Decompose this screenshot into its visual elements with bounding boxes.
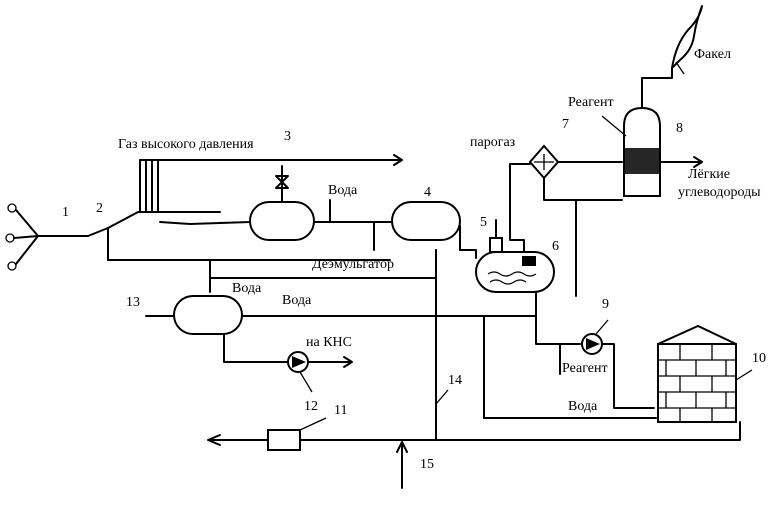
storage-10 [657,324,753,423]
label-water-3: Вода [282,293,312,308]
num-3: 3 [284,129,291,144]
exchanger-7 [528,144,623,297]
vessel-13 [145,295,537,363]
pump-9 [581,319,655,409]
line-2-3 [159,221,251,225]
num-11: 11 [334,403,347,418]
num-15: 15 [420,457,434,472]
inlet-manifold [5,203,89,271]
num-10: 10 [752,351,766,366]
label-steam-gas: парогаз [470,135,516,150]
column-8 [601,67,703,197]
arrow-up [396,441,408,453]
separator-2 [87,154,403,261]
num-9: 9 [602,297,609,312]
leader-14 [435,389,449,405]
bottom-header [211,421,741,441]
label-water-1: Вода [328,183,358,198]
line-4-6 [459,239,477,259]
vessel-3 [249,165,315,241]
vessel-4 [391,201,461,241]
unit-11 [267,417,327,451]
water-return-bottom [483,315,657,419]
label-water-2: Вода [232,281,262,296]
num-1: 1 [62,205,69,220]
num-5: 5 [480,215,487,230]
num-4: 4 [424,185,431,200]
label-water-bottom: Вода [568,399,598,414]
label-flare: Факел [694,47,731,62]
arrow-left [207,434,221,446]
num-12: 12 [304,399,318,414]
vessel-6 [475,219,555,293]
label-to-kns: на КНС [306,335,352,350]
num-7: 7 [562,117,569,132]
line-6-9 [535,291,581,345]
num-6: 6 [552,239,559,254]
label-demulsifier: Деэмульгатор [312,257,394,272]
num-2: 2 [96,201,103,216]
label-reagent-top: Реагент [568,95,614,110]
label-gas-high-pressure: Газ высокого давления [118,137,254,152]
num-8: 8 [676,121,683,136]
label-reagent-pump: Реагент [562,361,608,376]
label-light-hc-2: углеводороды [678,185,761,200]
num-14: 14 [448,373,462,388]
num-13: 13 [126,295,140,310]
flare-icon [671,5,703,75]
label-light-hc-1: Лёгкие [688,167,730,182]
steam-gas-line [509,163,531,223]
pump-12 [287,351,353,393]
